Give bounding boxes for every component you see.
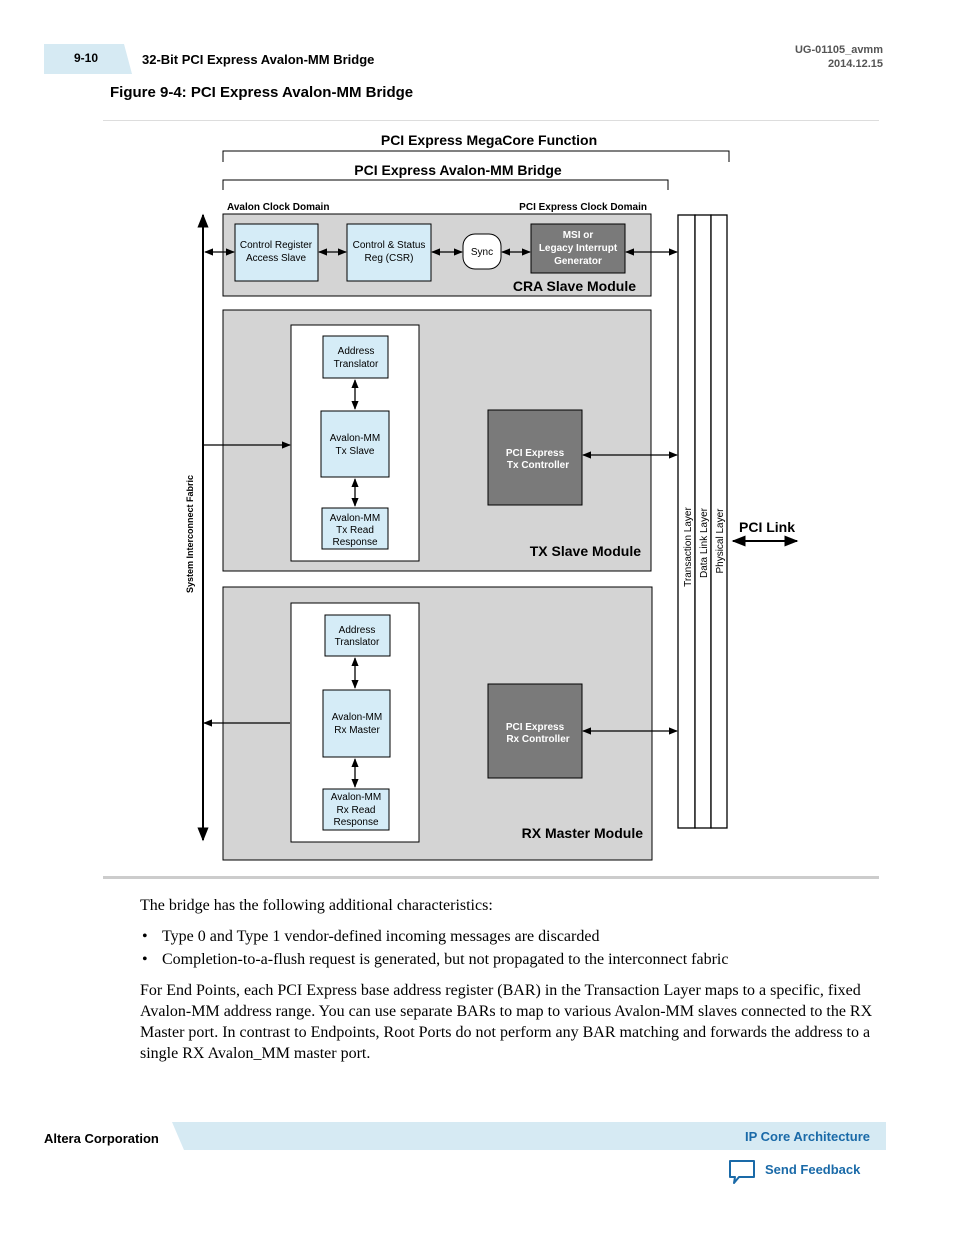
rx-address-translator-block [324,614,391,657]
csr-block [346,223,432,282]
tx-module-label: TX Slave Module [530,543,641,559]
tx-controller-block [487,409,583,506]
company-name: Altera Corporation [44,1131,159,1146]
document-code: UG-01105_avmm [794,44,883,56]
feedback-icon[interactable] [727,1158,757,1186]
running-header-title: 32-Bit PCI Express Avalon-MM Bridge [142,52,375,67]
bridge-label: PCI Express Avalon-MM Bridge [354,162,562,178]
tx-connections [204,379,678,507]
rx-master-label-1: Avalon-MM [332,712,382,723]
tx-slave-module [222,309,652,572]
msi-label-1: MSI or [563,230,594,241]
transaction-layer-label: Transaction Layer [683,506,694,586]
tx-slave-label-1: Avalon-MM [330,433,380,444]
physical-layer-label: Physical Layer [715,508,726,574]
rx-read-label-1: Avalon-MM [331,792,381,803]
characteristics-list: Type 0 and Type 1 vendor-defined incomin… [140,926,728,972]
footer-band [172,1122,886,1150]
figure-top-rule [103,120,879,121]
rx-read-label-3: Response [333,817,378,828]
cra-module-label: CRA Slave Module [513,278,636,294]
section-link[interactable]: IP Core Architecture [745,1129,870,1144]
system-fabric-label: System Interconnect Fabric [185,475,195,593]
sync-label: Sync [471,247,493,258]
list-item: Completion-to-a-flush request is generat… [140,949,728,970]
document-id: UG-01105_avmm 2014.12.15 [795,43,883,71]
tx-controller-label-2: Tx Controller [507,460,569,471]
tx-read-label-1: Avalon-MM [330,513,380,524]
figure-caption: Figure 9-4: PCI Express Avalon-MM Bridge [110,84,414,101]
tx-address-label-2: Translator [334,359,379,370]
page-number-tab [44,44,132,74]
rx-read-response-block [322,788,390,831]
control-register-access-slave-block [234,223,319,282]
page-number: 9-10 [74,51,99,65]
avalon-clock-domain-label: Avalon Clock Domain [227,202,329,213]
rx-address-label-1: Address [339,625,376,636]
pcie-clock-domain-label: PCI Express Clock Domain [519,202,647,213]
bridge-bracket [222,179,669,190]
tx-read-response-block [321,507,389,550]
tx-slave-block [320,410,390,478]
tx-address-translator-block [322,335,389,379]
tx-read-label-3: Response [332,537,377,548]
tx-slave-label-2: Tx Slave [336,446,375,457]
rx-controller-label-2: Rx Controller [506,734,569,745]
rx-module-label: RX Master Module [522,825,644,841]
tx-read-label-2: Tx Read [336,525,374,536]
control-register-label-1: Control Register [240,240,313,251]
tx-controller-label-1: PCI Express [506,448,565,459]
document-date: 2014.12.15 [827,58,883,70]
list-item: Type 0 and Type 1 vendor-defined incomin… [140,926,728,947]
figure-bottom-rule [103,876,879,879]
tx-address-label-1: Address [338,346,375,357]
send-feedback-link[interactable]: Send Feedback [765,1162,861,1177]
csr-label-1: Control & Status [353,240,426,251]
megacore-label: PCI Express MegaCore Function [381,132,597,148]
rx-read-label-2: Rx Read [337,805,376,816]
rx-connections [203,657,678,788]
msi-generator-block [530,223,626,274]
intro-text: The bridge has the following additional … [140,897,493,914]
rx-controller-block [487,683,583,779]
control-register-label-2: Access Slave [246,253,306,264]
megacore-bracket [222,150,730,162]
data-link-layer-label: Data Link Layer [699,507,710,578]
msi-label-2: Legacy Interrupt [539,243,618,254]
msi-label-3: Generator [554,256,602,267]
bar-mapping-paragraph: For End Points, each PCI Express base ad… [140,982,873,1062]
rx-controller-label-1: PCI Express [506,722,565,733]
rx-master-block [322,689,391,758]
sync-block [462,233,502,270]
protocol-layer-stack [677,214,728,829]
pci-link-label: PCI Link [739,519,795,535]
rx-address-label-2: Translator [335,637,380,648]
csr-label-2: Reg (CSR) [365,253,414,264]
rx-master-label-2: Rx Master [334,725,380,736]
